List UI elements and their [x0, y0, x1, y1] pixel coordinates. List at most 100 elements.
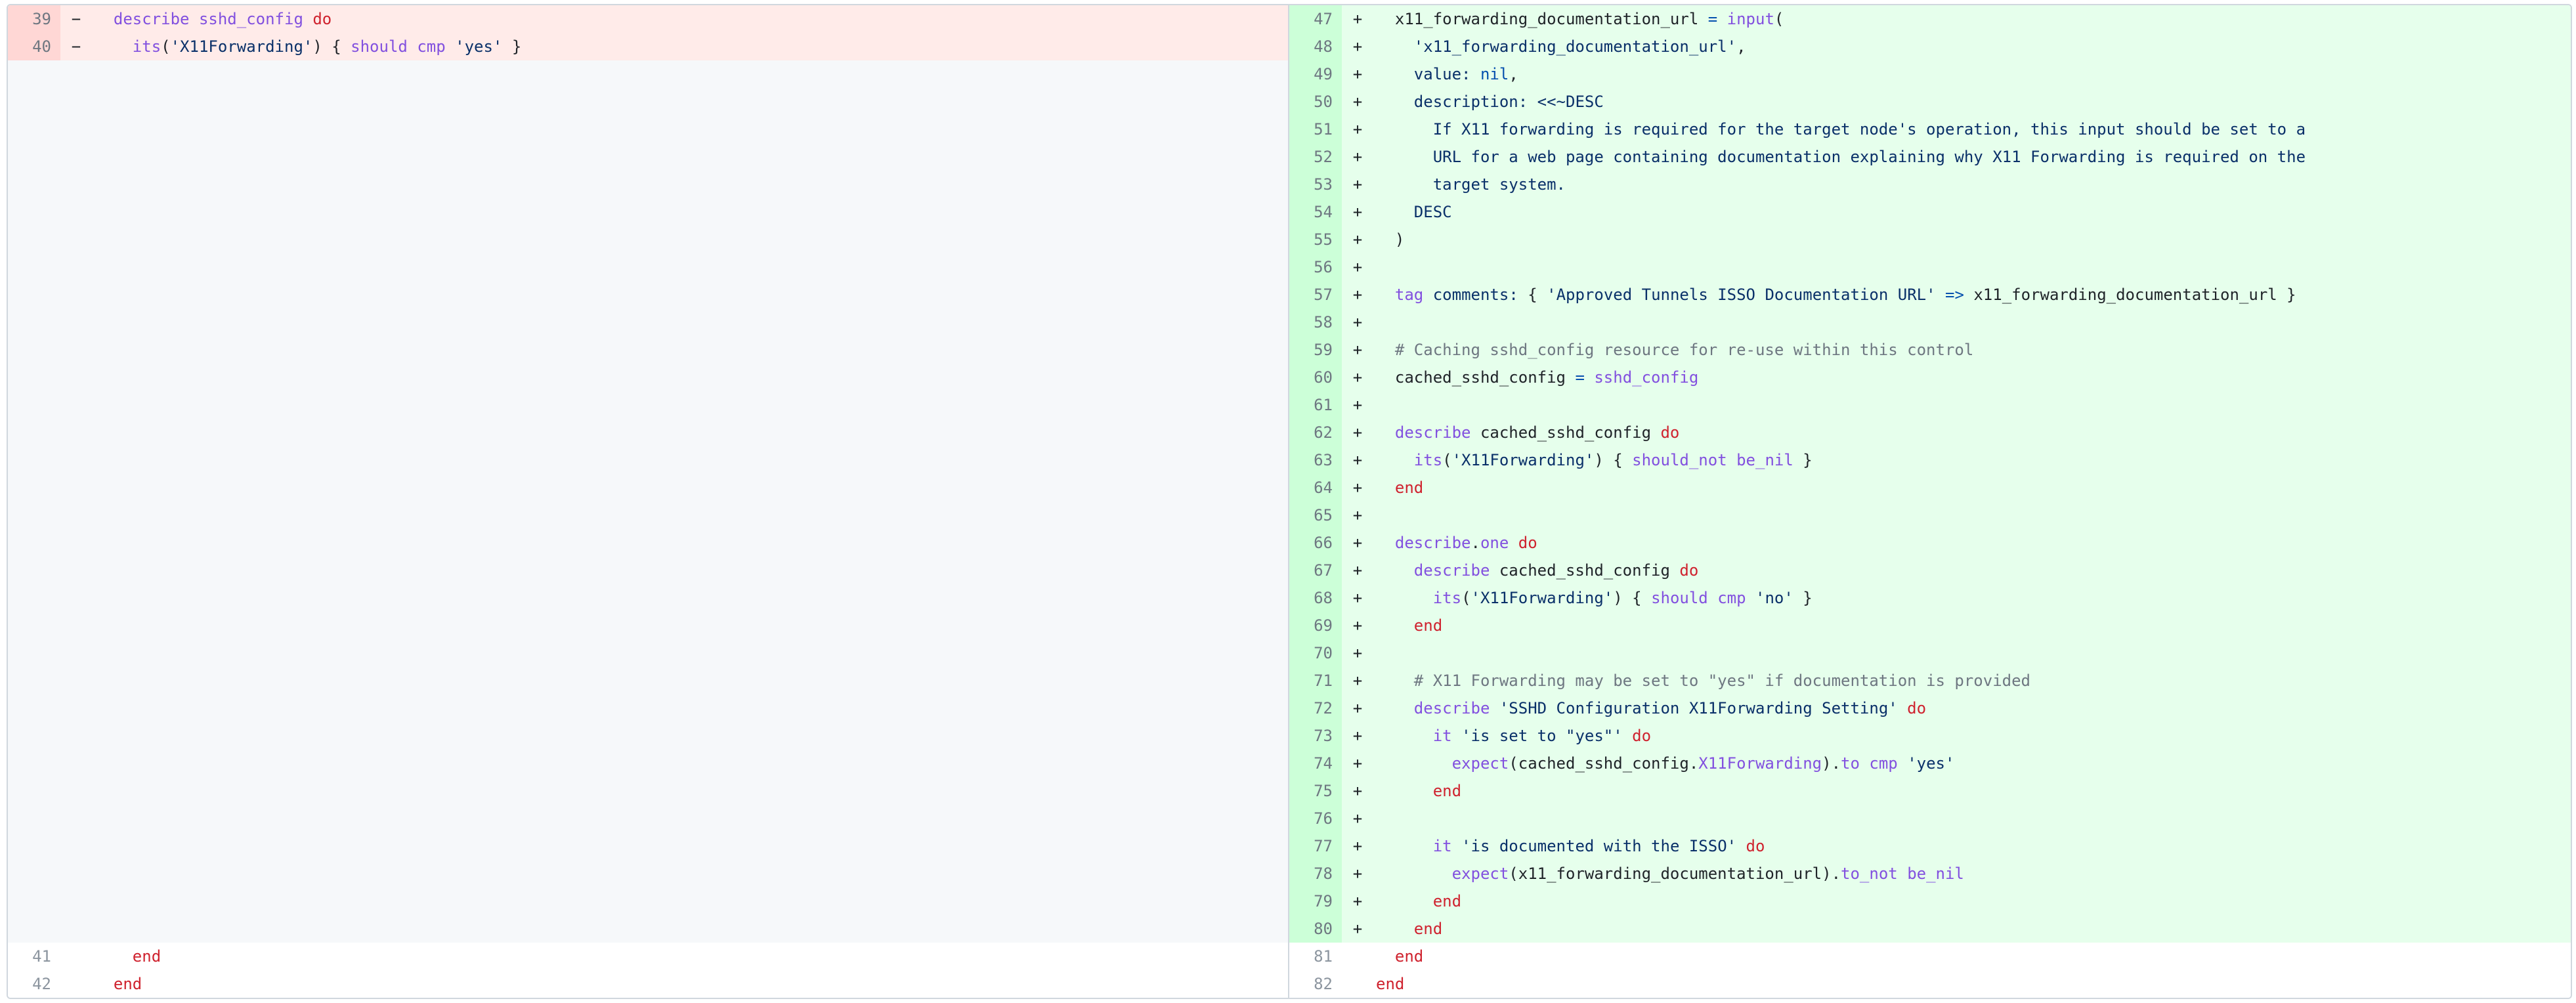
line-number[interactable]: 75 — [1289, 777, 1342, 805]
line-number[interactable]: 51 — [1289, 116, 1342, 143]
line-number[interactable]: 82 — [1314, 975, 1333, 993]
code-token: one — [1480, 534, 1509, 552]
line-number[interactable]: 63 — [1289, 446, 1342, 474]
line-number[interactable]: 60 — [1289, 364, 1342, 391]
added-line: 70 + — [1289, 639, 2571, 667]
added-line: 53+ target system. — [1289, 171, 2571, 198]
line-number[interactable]: 70 — [1289, 639, 1342, 667]
added-line: 47+ x11_forwarding_documentation_url = i… — [1289, 5, 2571, 33]
code-text: end — [1373, 970, 2571, 998]
code-token: should — [351, 37, 408, 56]
line-number[interactable]: 66 — [1289, 529, 1342, 557]
added-line: 52+ URL for a web page containing docume… — [1289, 143, 2571, 171]
line-number[interactable]: 73 — [1289, 722, 1342, 750]
code-token — [1860, 754, 1869, 773]
added-line: 56 + — [1289, 253, 2571, 281]
code-token: be_nil — [1736, 451, 1793, 469]
code-token: cached_sshd_config — [1376, 368, 1576, 387]
code-token: ) { — [1613, 589, 1652, 607]
line-number[interactable]: 47 — [1289, 5, 1342, 33]
line-number[interactable]: 71 — [1289, 667, 1342, 694]
plus-marker: + — [1352, 258, 1363, 276]
line-number[interactable]: 41 — [32, 947, 51, 966]
code-text: 'x11_forwarding_documentation_url', — [1373, 33, 2571, 60]
code-token: do — [1907, 699, 1927, 717]
line-number[interactable]: 53 — [1289, 171, 1342, 198]
plus-marker: + — [1352, 423, 1363, 442]
added-line: 54+ DESC — [1289, 198, 2571, 226]
code-token — [95, 37, 133, 56]
code-token — [1509, 534, 1518, 552]
added-line: 77+ it 'is documented with the ISSO' do — [1289, 832, 2571, 860]
line-number[interactable]: 48 — [1289, 33, 1342, 60]
code-token — [1376, 616, 1414, 635]
code-text — [1373, 391, 2571, 419]
line-number[interactable]: 81 — [1314, 947, 1333, 966]
code-token: ( — [1774, 10, 1784, 28]
line-number[interactable]: 61 — [1289, 391, 1342, 419]
code-token: . — [1470, 534, 1480, 552]
code-token: it — [1432, 837, 1452, 855]
added-line: 59+ # Caching sshd_config resource for r… — [1289, 336, 2571, 364]
line-number[interactable]: 42 — [32, 975, 51, 993]
code-token — [1898, 754, 1907, 773]
line-number[interactable]: 39 — [8, 5, 60, 33]
line-number[interactable]: 68 — [1289, 584, 1342, 612]
code-token: <<~DESC — [1537, 93, 1604, 111]
line-number[interactable]: 52 — [1289, 143, 1342, 171]
line-number[interactable]: 65 — [1289, 502, 1342, 529]
code-token — [1936, 286, 1945, 304]
line-number[interactable]: 79 — [1289, 887, 1342, 915]
line-number[interactable]: 54 — [1289, 198, 1342, 226]
plus-marker: + — [1352, 616, 1363, 635]
code-text: end — [1373, 612, 2571, 639]
line-number[interactable]: 62 — [1289, 419, 1342, 446]
code-token: } — [502, 37, 522, 56]
removed-line: 40− its('X11Forwarding') { should cmp 'y… — [8, 33, 1288, 60]
code-text: end — [1373, 887, 2571, 915]
plus-marker: + — [1352, 286, 1363, 304]
code-token — [95, 10, 114, 28]
line-number[interactable]: 59 — [1289, 336, 1342, 364]
code-text — [1373, 639, 2571, 667]
line-number[interactable]: 58 — [1289, 309, 1342, 336]
code-token: be_nil — [1907, 864, 1964, 883]
code-token — [446, 37, 455, 56]
code-token: do — [1518, 534, 1537, 552]
line-number[interactable]: 40 — [8, 33, 60, 60]
code-text: it 'is documented with the ISSO' do — [1373, 832, 2571, 860]
plus-marker: + — [1352, 451, 1363, 469]
line-number[interactable]: 69 — [1289, 612, 1342, 639]
code-token: 'X11Forwarding' — [1470, 589, 1614, 607]
line-number[interactable]: 78 — [1289, 860, 1342, 887]
line-number[interactable]: 50 — [1289, 88, 1342, 116]
line-number[interactable]: 72 — [1289, 694, 1342, 722]
line-number[interactable]: 55 — [1289, 226, 1342, 253]
line-number[interactable]: 74 — [1289, 750, 1342, 777]
line-number[interactable]: 80 — [1289, 915, 1342, 943]
line-number[interactable]: 56 — [1289, 253, 1342, 281]
added-line: 66+ describe.one do — [1289, 529, 2571, 557]
code-token: expect — [1451, 754, 1509, 773]
code-token — [1376, 589, 1433, 607]
line-number[interactable]: 76 — [1289, 805, 1342, 832]
code-text: expect(x11_forwarding_documentation_url)… — [1373, 860, 2571, 887]
code-token: 'is set to "yes"' — [1461, 727, 1623, 745]
line-number[interactable]: 67 — [1289, 557, 1342, 584]
line-number[interactable]: 77 — [1289, 832, 1342, 860]
code-text: end — [1373, 777, 2571, 805]
code-token: 'SSHD Configuration X11Forwarding Settin… — [1499, 699, 1898, 717]
code-token: end — [1394, 479, 1424, 497]
code-token: ( — [161, 37, 171, 56]
line-number[interactable]: 49 — [1289, 60, 1342, 88]
code-token — [1376, 286, 1395, 304]
code-token: , — [1509, 65, 1518, 83]
code-token: 'X11Forwarding' — [1451, 451, 1595, 469]
code-text: If X11 forwarding is required for the ta… — [1373, 116, 2571, 143]
code-token: 'yes' — [455, 37, 503, 56]
line-number[interactable]: 57 — [1289, 281, 1342, 309]
line-number[interactable]: 64 — [1289, 474, 1342, 502]
plus-marker: + — [1352, 644, 1363, 662]
code-token: (cached_sshd_config. — [1509, 754, 1699, 773]
